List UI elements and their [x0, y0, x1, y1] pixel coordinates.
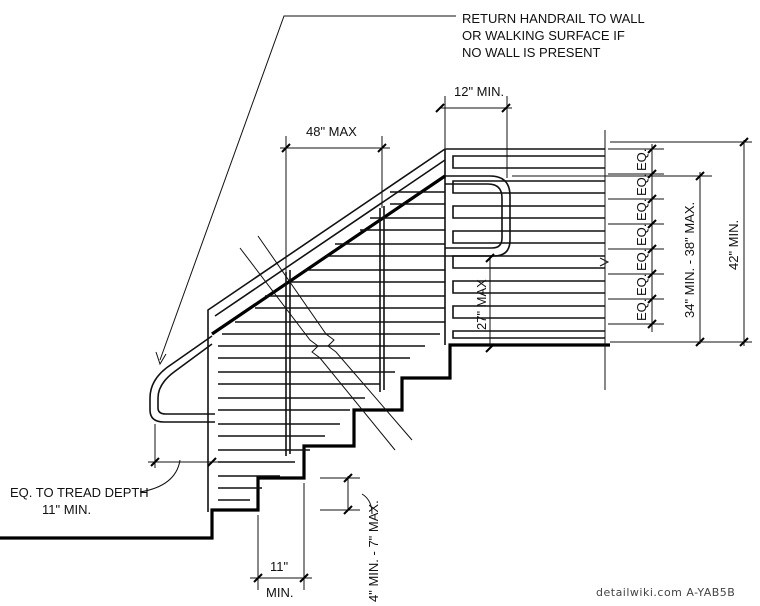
riser-leader: [361, 493, 373, 515]
dim-27-max: 27" MAX: [474, 279, 489, 330]
handrail: [149, 175, 511, 423]
dim-eq-6: EQ.: [634, 274, 649, 296]
dim-48-max: 48" MAX: [306, 124, 357, 139]
dim-eq-5: EQ.: [634, 249, 649, 271]
dim-tread-11: 11": [270, 559, 288, 574]
dim-eq-1: EQ.: [634, 149, 649, 171]
dim-eq-7: EQ.: [634, 299, 649, 321]
return-note-line3: NO WALL IS PRESENT: [462, 45, 601, 60]
dim-34-38: 34" MIN. - 38" MAX.: [682, 202, 697, 318]
dim-tread-min: MIN.: [266, 585, 293, 600]
landing-guard: [444, 130, 610, 390]
dim-riser: 4" MIN. - 7" MAX.: [366, 500, 381, 602]
sloped-guard: [207, 148, 446, 512]
tread-eq-line1: EQ. TO TREAD DEPTH: [10, 485, 149, 500]
return-note-line1: RETURN HANDRAIL TO WALL: [462, 11, 645, 26]
dim-42-min: 42" MIN.: [726, 220, 741, 270]
dim-eq-2: EQ.: [634, 174, 649, 196]
credit-text: detailwiki.com A-YAB5B: [596, 586, 735, 599]
break-line: [239, 247, 396, 451]
dimension-lines: [148, 96, 752, 590]
return-note-line2: OR WALKING SURFACE IF: [462, 28, 625, 43]
stair-profile: [0, 343, 610, 540]
dim-eq-4: EQ.: [634, 224, 649, 246]
return-leader: [159, 15, 456, 361]
tread-leader: [139, 459, 181, 493]
dim-eq-3: EQ.: [634, 199, 649, 221]
dim-12-min: 12" MIN.: [454, 84, 504, 99]
tread-eq-line2: 11" MIN.: [42, 502, 91, 517]
